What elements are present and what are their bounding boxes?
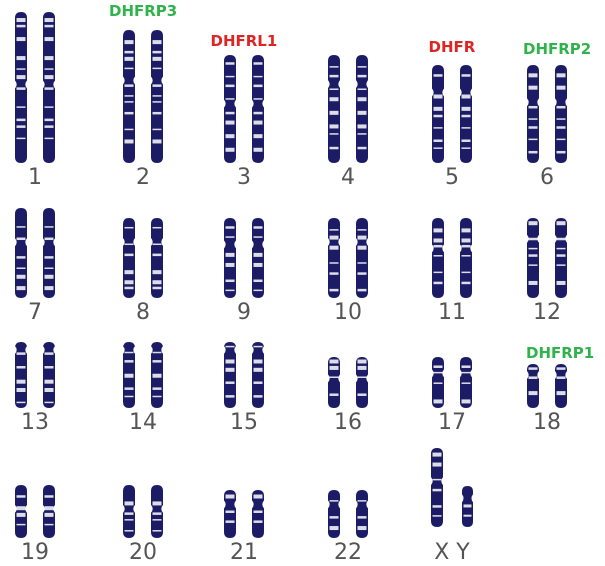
chromosome-4-right xyxy=(356,55,368,163)
chromosome-label-xy: X Y xyxy=(422,540,482,565)
chromosome-12-right xyxy=(555,218,567,298)
gene-annotation-dhfr: DHFR xyxy=(429,38,476,56)
chromosome-19-right xyxy=(43,485,55,538)
chromosome-18-left xyxy=(527,364,539,408)
chromosome-label-15: 15 xyxy=(214,410,274,435)
chromosome-5-right xyxy=(460,65,472,163)
chromosome-16-right xyxy=(356,357,368,408)
chromosome-1-left xyxy=(15,12,27,163)
chromosome-21-right xyxy=(252,490,264,538)
chromosome-22-left xyxy=(328,490,340,538)
chromosome-4-left xyxy=(328,55,340,163)
gene-annotation-dhfrl1: DHFRL1 xyxy=(211,32,278,50)
chromosome-19-left xyxy=(15,485,27,538)
chromosome-14-right xyxy=(151,342,163,408)
chromosome-2-left xyxy=(123,30,135,163)
chromosome-x xyxy=(431,448,443,527)
chromosome-y xyxy=(462,486,473,527)
chromosome-label-8: 8 xyxy=(113,300,173,325)
chromosome-11-left xyxy=(432,218,444,298)
chromosome-18-right xyxy=(555,364,567,408)
chromosome-5-left xyxy=(432,65,444,163)
chromosome-9-left xyxy=(224,218,236,298)
chromosome-11-right xyxy=(460,218,472,298)
chromosome-label-6: 6 xyxy=(517,165,577,190)
chromosome-3-left xyxy=(224,55,236,163)
gene-annotation-dhfrp2: DHFRP2 xyxy=(523,40,591,58)
chromosome-label-10: 10 xyxy=(318,300,378,325)
chromosome-label-1: 1 xyxy=(5,165,65,190)
chromosome-label-7: 7 xyxy=(5,300,65,325)
chromosome-6-left xyxy=(527,65,539,163)
chromosome-label-21: 21 xyxy=(214,540,274,565)
chromosome-label-14: 14 xyxy=(113,410,173,435)
chromosome-12-left xyxy=(527,218,539,298)
chromosome-15-right xyxy=(252,342,264,408)
chromosome-label-20: 20 xyxy=(113,540,173,565)
chromosome-label-17: 17 xyxy=(422,410,482,435)
chromosome-1-right xyxy=(43,12,55,163)
chromosome-8-right xyxy=(151,218,163,298)
chromosome-7-right xyxy=(43,208,55,298)
chromosome-20-left xyxy=(123,485,135,538)
chromosome-22-right xyxy=(356,490,368,538)
chromosome-6-right xyxy=(555,65,567,163)
chromosome-label-2: 2 xyxy=(113,165,173,190)
chromosome-13-right xyxy=(43,342,55,408)
chromosome-17-right xyxy=(460,357,472,408)
chromosome-15-left xyxy=(224,342,236,408)
chromosome-2-right xyxy=(151,30,163,163)
chromosome-label-19: 19 xyxy=(5,540,65,565)
chromosome-3-right xyxy=(252,55,264,163)
chromosome-16-left xyxy=(328,357,340,408)
chromosome-10-left xyxy=(328,218,340,298)
chromosome-label-3: 3 xyxy=(214,165,274,190)
chromosome-label-4: 4 xyxy=(318,165,378,190)
chromosome-14-left xyxy=(123,342,135,408)
chromosome-9-right xyxy=(252,218,264,298)
gene-annotation-dhfrp1: DHFRP1 xyxy=(526,344,594,362)
chromosome-label-13: 13 xyxy=(5,410,65,435)
chromosome-21-left xyxy=(224,490,236,538)
chromosome-label-5: 5 xyxy=(422,165,482,190)
chromosome-label-11: 11 xyxy=(422,300,482,325)
chromosome-label-12: 12 xyxy=(517,300,577,325)
chromosome-20-right xyxy=(151,485,163,538)
chromosome-label-9: 9 xyxy=(214,300,274,325)
chromosome-13-left xyxy=(15,342,27,408)
chromosome-8-left xyxy=(123,218,135,298)
chromosome-10-right xyxy=(356,218,368,298)
chromosome-7-left xyxy=(15,208,27,298)
chromosome-label-22: 22 xyxy=(318,540,378,565)
chromosome-17-left xyxy=(432,357,444,408)
chromosome-label-18: 18 xyxy=(517,410,577,435)
gene-annotation-dhfrp3: DHFRP3 xyxy=(109,2,177,20)
chromosome-label-16: 16 xyxy=(318,410,378,435)
